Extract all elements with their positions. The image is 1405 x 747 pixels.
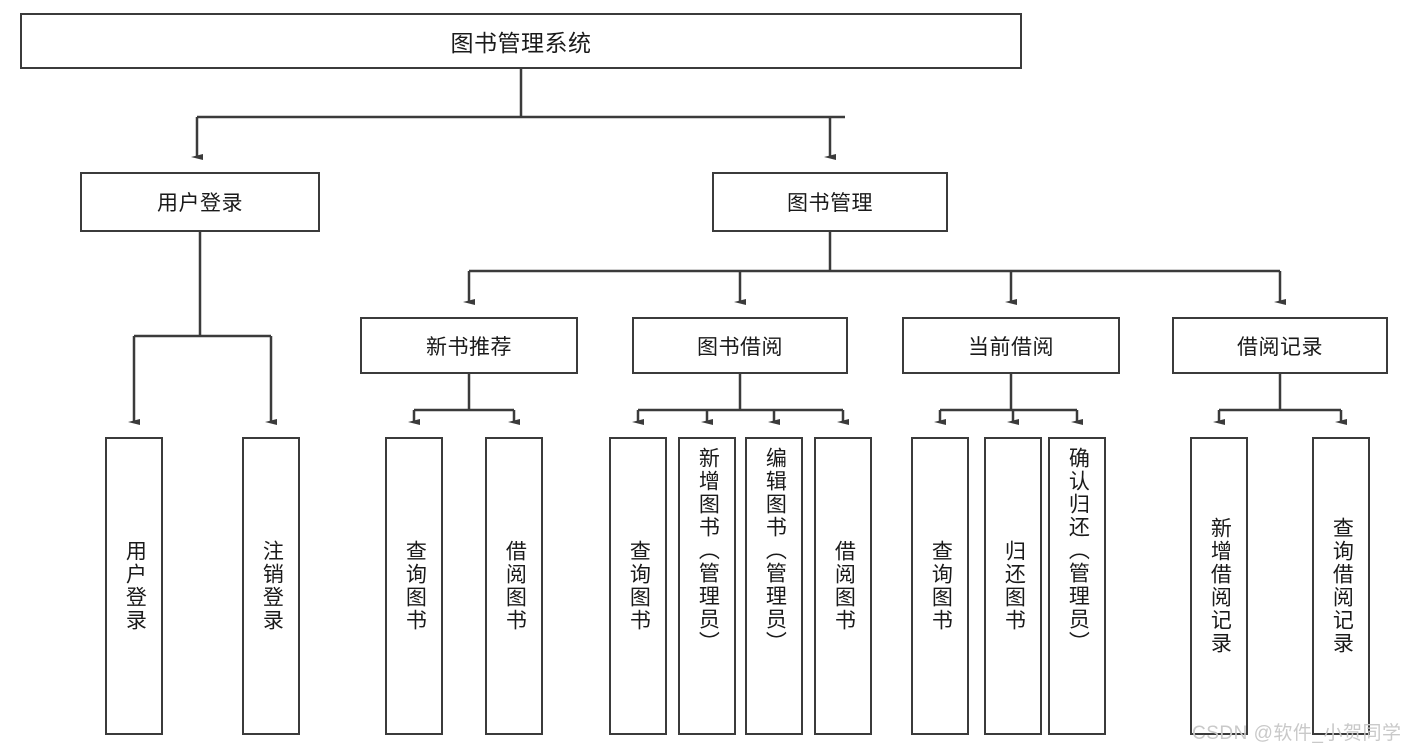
node-leaf-bb-add-book[interactable]: 新增图书（管理员）: [678, 437, 736, 735]
node-leaf-bb-edit-book[interactable]: 编辑图书（管理员）: [745, 437, 803, 735]
node-leaf-bb-borrow-book[interactable]: 借阅图书: [814, 437, 872, 735]
node-current-borrow-label: 当前借阅: [968, 335, 1054, 359]
node-book-manage[interactable]: 图书管理: [712, 172, 948, 232]
node-root[interactable]: 图书管理系统: [20, 13, 1022, 69]
node-leaf-bb-borrow-book-label: 借阅图书: [832, 540, 856, 632]
node-new-book-recommend[interactable]: 新书推荐: [360, 317, 578, 374]
node-leaf-br-add-record[interactable]: 新增借阅记录: [1190, 437, 1248, 735]
node-user-login-label: 用户登录: [157, 192, 243, 215]
node-leaf-cb-return-book[interactable]: 归还图书: [984, 437, 1042, 735]
node-borrow-record-label: 借阅记录: [1237, 335, 1323, 359]
node-leaf-rec-query-book-label: 查询图书: [403, 540, 427, 632]
node-book-borrow[interactable]: 图书借阅: [632, 317, 848, 374]
node-leaf-user-logout[interactable]: 注销登录: [242, 437, 300, 735]
node-leaf-rec-borrow-book[interactable]: 借阅图书: [485, 437, 543, 735]
node-leaf-cb-confirm-return-label: 确认归还（管理员）: [1066, 447, 1090, 654]
node-leaf-br-query-record-label: 查询借阅记录: [1330, 517, 1354, 655]
node-leaf-bb-add-book-label: 新增图书（管理员）: [696, 447, 720, 654]
node-leaf-rec-borrow-book-label: 借阅图书: [503, 540, 527, 632]
node-leaf-bb-edit-book-label: 编辑图书（管理员）: [763, 447, 787, 654]
node-leaf-user-login[interactable]: 用户登录: [105, 437, 163, 735]
node-leaf-user-logout-label: 注销登录: [260, 540, 284, 632]
node-new-book-recommend-label: 新书推荐: [426, 335, 512, 359]
node-leaf-cb-query-book-label: 查询图书: [929, 540, 953, 632]
node-leaf-br-add-record-label: 新增借阅记录: [1208, 517, 1232, 655]
node-leaf-br-query-record[interactable]: 查询借阅记录: [1312, 437, 1370, 735]
node-leaf-rec-query-book[interactable]: 查询图书: [385, 437, 443, 735]
node-leaf-bb-query-book-label: 查询图书: [627, 540, 651, 632]
node-leaf-cb-return-book-label: 归还图书: [1002, 540, 1026, 632]
node-book-borrow-label: 图书借阅: [697, 335, 783, 359]
node-leaf-bb-query-book[interactable]: 查询图书: [609, 437, 667, 735]
node-current-borrow[interactable]: 当前借阅: [902, 317, 1120, 374]
node-book-manage-label: 图书管理: [787, 192, 873, 215]
node-leaf-cb-query-book[interactable]: 查询图书: [911, 437, 969, 735]
node-user-login[interactable]: 用户登录: [80, 172, 320, 232]
csdn-watermark: CSDN @软件_小贺同学: [1192, 723, 1402, 744]
node-borrow-record[interactable]: 借阅记录: [1172, 317, 1388, 374]
node-leaf-user-login-label: 用户登录: [123, 540, 147, 632]
node-leaf-cb-confirm-return[interactable]: 确认归还（管理员）: [1048, 437, 1106, 735]
node-root-label: 图书管理系统: [450, 30, 592, 56]
